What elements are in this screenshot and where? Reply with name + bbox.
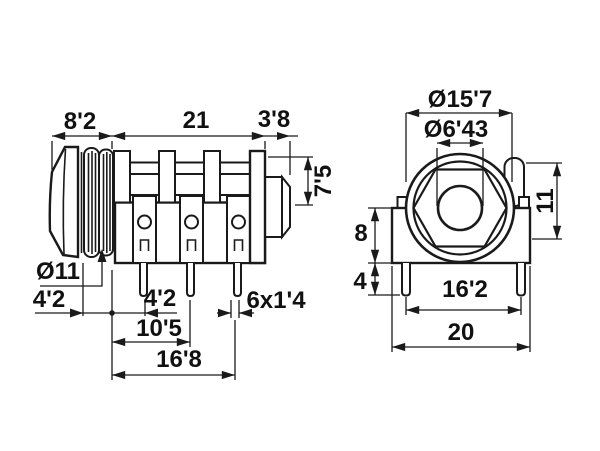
dim-hole-diameter: Ø6'43 <box>424 116 488 206</box>
dim-rear-height-label: 7'5 <box>310 165 337 197</box>
top-tabs <box>113 150 221 204</box>
dim-pins-spec: 6x1'4 <box>217 287 306 318</box>
cap-contour <box>62 148 67 255</box>
pin <box>233 263 242 298</box>
dim-hole-diameter-label: Ø6'43 <box>424 116 488 143</box>
body-step-right <box>518 196 530 209</box>
dim-upper-height: 11 <box>526 162 562 240</box>
dim-upper-height-label: 11 <box>532 188 559 213</box>
jack-hole <box>436 184 484 232</box>
rear-protrusion-body <box>264 176 283 238</box>
hex-nut <box>412 168 508 248</box>
arrowhead <box>145 308 158 318</box>
dim-pin-span: 16'2 <box>405 276 522 315</box>
dim-body-height-label: 8 <box>354 220 367 247</box>
dim-body-width-label: 20 <box>448 319 475 346</box>
dim-cap-width-label: 8'2 <box>64 108 96 135</box>
lug-hole <box>137 214 152 230</box>
dim-pin-span-label: 16'2 <box>442 276 488 303</box>
arrowhead <box>277 132 290 140</box>
dim-pin-pitch-outer-label: 16'8 <box>156 346 202 373</box>
dim-first-pin-label: 4'2 <box>144 285 176 312</box>
dim-pin-length: 4 <box>353 262 400 296</box>
arrowhead <box>97 249 107 262</box>
pin <box>516 263 526 297</box>
dim-body-height: 8 <box>354 207 392 264</box>
arrowhead <box>239 308 252 318</box>
dim-body-length: 21 <box>112 107 266 149</box>
rear-protrusion-nose <box>281 174 291 240</box>
dim-pins-spec-label: 6x1'4 <box>246 287 306 314</box>
top-tab <box>203 150 221 204</box>
top-tab <box>158 150 176 204</box>
front-cap <box>48 145 83 259</box>
dim-rear-length-label: 3'8 <box>258 106 290 133</box>
washer-ring-1 <box>83 147 100 258</box>
dim-cap-offset-label: 4'2 <box>33 286 65 313</box>
arrowhead <box>70 308 83 318</box>
end-plate <box>248 149 267 265</box>
dim-pin-length-label: 4 <box>353 268 367 295</box>
dim-flange-diameter: Ø15'7 <box>405 86 513 182</box>
dim-flange-diameter-label: Ø15'7 <box>428 86 492 113</box>
dim-bushing-diameter: Ø11 <box>36 249 107 287</box>
pin <box>401 263 411 297</box>
dim-pin-pitch-mid-label: 10'5 <box>136 315 182 342</box>
dim-pin-pitch-mid: 10'5 <box>112 300 191 347</box>
dim-rear-height: 7'5 <box>268 156 337 206</box>
side-pins <box>139 263 242 298</box>
lug-notch <box>233 239 244 251</box>
dim-rear-length: 3'8 <box>258 106 298 175</box>
pin <box>139 263 148 298</box>
dim-bottom-chain: 4'2 4'2 <box>33 263 177 318</box>
front-pins <box>401 263 526 297</box>
leader-line <box>40 252 103 287</box>
dim-bushing-diameter-label: Ø11 <box>36 258 80 285</box>
rear-protrusion <box>264 174 291 240</box>
dim-pin-pitch-outer: 16'8 <box>111 270 236 380</box>
dim-cap-width: 8'2 <box>51 108 113 170</box>
solder-lugs <box>132 195 251 264</box>
lug-notch <box>139 239 150 251</box>
top-tab <box>113 150 131 204</box>
lug-hole <box>231 214 246 230</box>
pin <box>186 263 195 298</box>
lug-hole <box>184 214 199 230</box>
lug-notch <box>186 239 197 251</box>
dim-body-width: 20 <box>391 266 531 352</box>
dim-body-length-label: 21 <box>183 107 210 134</box>
front-view: Ø15'7 Ø6'43 11 8 4 <box>353 86 562 352</box>
washer-ring-2 <box>98 148 114 257</box>
arrowhead <box>218 308 231 318</box>
side-view: 8'2 21 3'8 7'5 Ø11 <box>33 106 337 380</box>
